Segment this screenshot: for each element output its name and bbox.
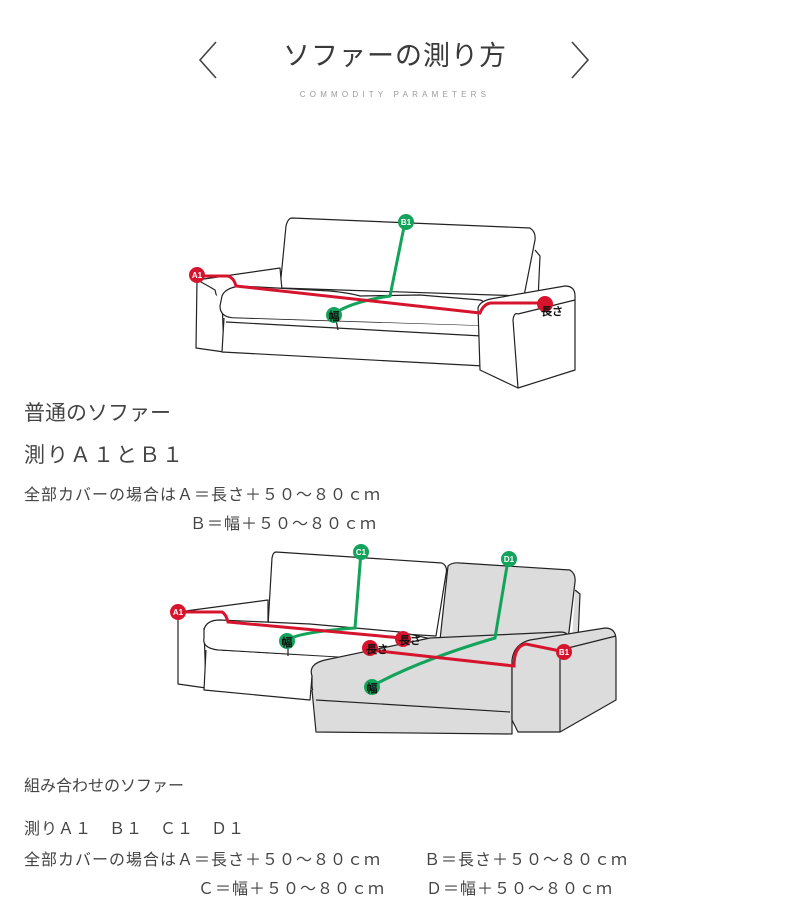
marker-b1: B1 — [556, 644, 572, 660]
marker-width-left: 幅 — [279, 633, 295, 649]
marker-a1: A1 — [170, 604, 186, 620]
marker-d1: D1 — [501, 551, 517, 567]
page-title: ソファーの測り方 — [283, 41, 507, 72]
regular-sofa-formula-a: 全部カバーの場合はＡ＝長さ＋５０〜８０ｃｍ — [24, 485, 382, 504]
marker-width-chaise: 幅 — [364, 679, 380, 695]
marker-length-left: 長さ — [395, 631, 421, 647]
regular-sofa-diagram: A1 B1 幅 長さ — [189, 214, 576, 389]
marker-c1: C1 — [353, 544, 369, 560]
combination-formula-b: Ｂ＝長さ＋５０〜８０ｃｍ — [424, 850, 629, 869]
regular-sofa-formula-b: Ｂ＝幅＋５０〜８０ｃｍ — [190, 514, 378, 533]
svg-text:A1: A1 — [192, 271, 203, 280]
marker-b1: B1 — [398, 214, 414, 230]
combination-sofa-measure: 測りＡ１ Ｂ１ Ｃ１ Ｄ１ — [24, 819, 246, 838]
marker-length-chaise: 長さ — [362, 640, 388, 656]
prev-button[interactable] — [192, 38, 232, 82]
svg-text:長さ: 長さ — [541, 305, 563, 318]
svg-text:B1: B1 — [559, 648, 570, 657]
chevron-left-icon — [198, 41, 217, 79]
svg-text:D1: D1 — [504, 555, 515, 564]
svg-text:幅: 幅 — [367, 681, 378, 695]
regular-sofa-heading: 普通のソファー — [24, 401, 171, 425]
svg-text:幅: 幅 — [329, 309, 340, 323]
marker-a1: A1 — [189, 267, 205, 283]
svg-text:A1: A1 — [173, 608, 184, 617]
combination-formula-c: Ｃ＝幅＋５０〜８０ｃｍ — [198, 879, 386, 898]
combination-sofa-heading: 組み合わせのソファー — [24, 776, 185, 795]
marker-length: 長さ — [537, 296, 563, 318]
marker-width: 幅 — [326, 307, 342, 323]
svg-text:長さ: 長さ — [366, 643, 388, 656]
page-subtitle: COMMODITY PARAMETERS — [299, 90, 491, 99]
chevron-right-icon — [571, 41, 590, 79]
combination-formula-d: Ｄ＝幅＋５０〜８０ｃｍ — [426, 879, 614, 898]
regular-sofa-measure: 測りＡ１とＢ１ — [24, 443, 185, 467]
svg-text:幅: 幅 — [282, 635, 293, 649]
svg-text:C1: C1 — [356, 548, 367, 557]
svg-text:B1: B1 — [401, 218, 412, 227]
combination-sofa-diagram: A1 C1 D1 B1 幅 幅 長さ 長さ — [170, 544, 617, 735]
svg-text:長さ: 長さ — [399, 634, 421, 647]
combination-formula-a: 全部カバーの場合はＡ＝長さ＋５０〜８０ｃｍ — [24, 850, 382, 869]
next-button[interactable] — [560, 38, 600, 82]
